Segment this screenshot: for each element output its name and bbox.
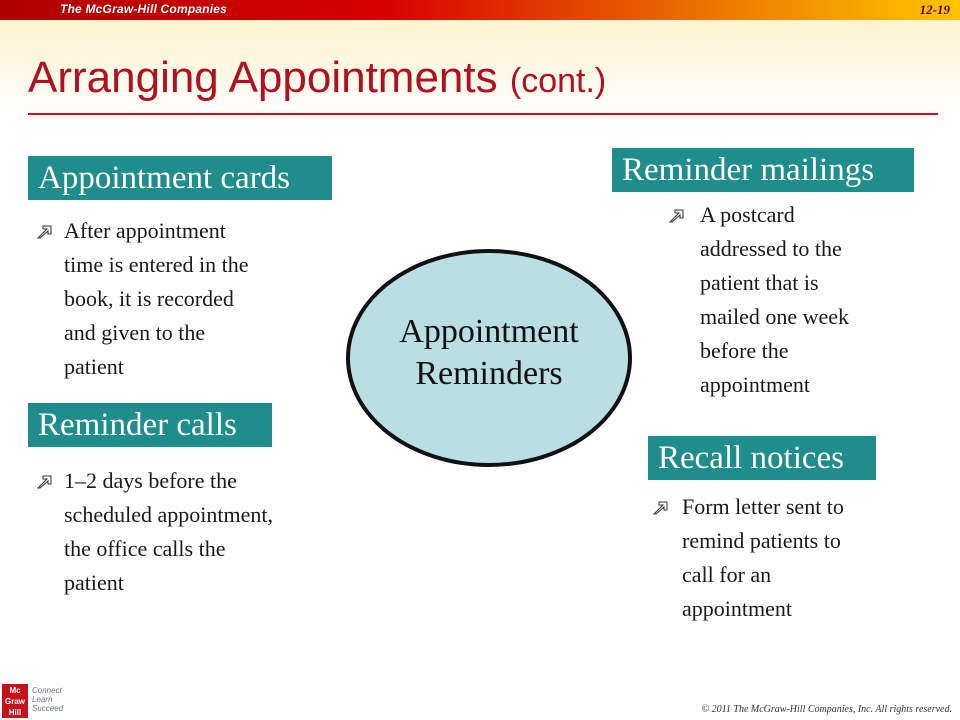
logo-text: Hill (8, 708, 22, 717)
bullet-reminder-calls: 1–2 days before the scheduled appointmen… (36, 464, 356, 604)
text-line: appointment (682, 596, 792, 621)
copyright-notice: © 2011 The McGraw-Hill Companies, Inc. A… (701, 704, 952, 715)
text-line: patient (64, 354, 124, 379)
title-background (0, 20, 960, 114)
logo-text: Graw (4, 697, 25, 706)
text-line: appointment (700, 372, 810, 397)
text-line: and given to the (64, 320, 206, 345)
text-line: book, it is recorded (64, 286, 234, 311)
tagline-line: Connect (32, 686, 62, 695)
oval-line: Reminders (415, 355, 563, 392)
text-line: patient (64, 570, 124, 595)
text-line: patient that is (700, 270, 819, 295)
bullet-reminder-mailings: A postcard addressed to the patient that… (668, 198, 918, 408)
appointment-reminders-oval: Appointment Reminders (346, 249, 632, 467)
logo-text: Mc (9, 686, 21, 695)
text-line: addressed to the (700, 236, 842, 261)
text-line: 1–2 days before the (64, 468, 237, 493)
arrow-bullet-icon (36, 225, 52, 239)
bullet-recall-notices: Form letter sent to remind patients to c… (652, 490, 932, 630)
oval-label: Appointment Reminders (350, 311, 628, 395)
bullet-text: 1–2 days before the scheduled appointmen… (64, 464, 273, 600)
slide-title: Arranging Appointments (cont.) (28, 50, 606, 109)
bullet-text: After appointment time is entered in the… (64, 214, 249, 384)
arrow-bullet-icon (668, 209, 684, 223)
top-brand-bar: The McGraw-Hill Companies 12-19 (0, 0, 960, 20)
oval-line: Appointment (399, 313, 579, 350)
text-line: mailed one week (700, 304, 850, 329)
bullet-appointment-cards: After appointment time is entered in the… (36, 214, 336, 386)
text-line: After appointment (64, 218, 226, 243)
text-line: time is entered in the (64, 252, 249, 277)
brand-name: The McGraw-Hill Companies (60, 2, 228, 16)
arrow-bullet-icon (652, 501, 668, 515)
bullet-text: A postcard addressed to the patient that… (700, 198, 849, 402)
mcgraw-hill-logo: Mc Graw Hill (2, 684, 28, 718)
slide-title-suffix: (cont.) (509, 62, 607, 100)
bullet-text: Form letter sent to remind patients to c… (682, 490, 844, 626)
text-line: the office calls the (64, 536, 226, 561)
slide-number: 12-19 (919, 2, 950, 17)
slide-title-main: Arranging Appointments (28, 53, 498, 102)
title-underline (28, 113, 938, 115)
logo-tagline: Connect Learn Succeed (32, 686, 63, 713)
text-line: remind patients to (682, 528, 841, 553)
header-reminder-calls: Reminder calls (28, 403, 272, 447)
header-reminder-mailings: Reminder mailings (612, 148, 914, 192)
text-line: scheduled appointment, (64, 502, 273, 527)
text-line: before the (700, 338, 789, 363)
text-line: A postcard (700, 202, 795, 227)
header-recall-notices: Recall notices (648, 436, 876, 480)
arrow-bullet-icon (36, 475, 52, 489)
text-line: Form letter sent to (682, 494, 844, 519)
tagline-line: Learn (32, 695, 53, 704)
header-appointment-cards: Appointment cards (28, 156, 332, 200)
text-line: call for an (682, 562, 772, 587)
tagline-line: Succeed (32, 704, 64, 713)
